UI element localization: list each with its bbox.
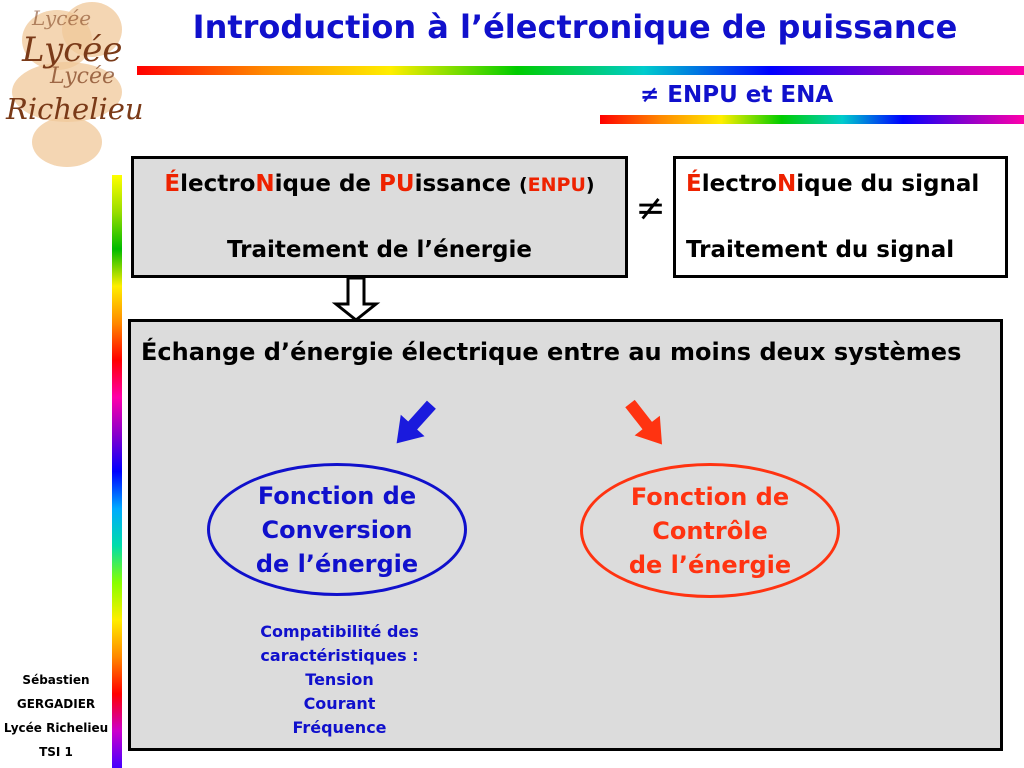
red-arrow-icon	[625, 399, 663, 445]
page-title: Introduction à l’électronique de puissan…	[192, 8, 958, 46]
enpu-heading: ÉlectroNique de PUissance (ENPU)	[134, 171, 625, 197]
rainbow-divider-top	[137, 66, 1024, 75]
ena-box: ÉlectroNique du signal Traitement du sig…	[673, 156, 1008, 278]
enpu-letters-pu: PU	[379, 171, 415, 197]
author-line: Sébastien	[22, 673, 90, 687]
logo-text-richelieu: Richelieu	[6, 92, 144, 126]
enpu-letter-e: É	[164, 171, 181, 197]
logo-text-lycee: Lycée	[22, 30, 123, 70]
page-subtitle: ≠ ENPU et ENA	[640, 82, 834, 108]
rainbow-side-bar	[112, 175, 122, 768]
ena-letter-e: É	[686, 171, 702, 197]
author-line: TSI 1	[39, 745, 73, 759]
ena-letter-n: N	[776, 171, 797, 197]
ena-text-lectro: lectro	[701, 171, 777, 197]
conversion-line: Fonction de	[257, 481, 417, 510]
author-line: GERGADIER	[16, 697, 96, 711]
conversion-line: Conversion	[261, 515, 413, 544]
ena-heading: ÉlectroNique du signal	[686, 171, 979, 197]
author-line: Lycée Richelieu	[3, 721, 109, 735]
compat-line: Courant	[303, 694, 376, 713]
exchange-heading: Échange d’énergie électrique entre au mo…	[141, 338, 962, 366]
enpu-text-lectro: lectro	[180, 171, 256, 197]
enpu-text-ique: ique de	[274, 171, 380, 197]
logo-faint-text: Lycée	[32, 6, 92, 30]
enpu-box: ÉlectroNique de PUissance (ENPU) Traitem…	[131, 156, 628, 278]
ena-text-ique: ique du signal	[796, 171, 980, 197]
compat-line: Fréquence	[292, 718, 387, 737]
enpu-description: Traitement de l’énergie	[227, 237, 532, 263]
compatibility-list: Compatibilité des caractéristiques : Ten…	[232, 620, 447, 740]
enpu-paren-close: )	[585, 174, 595, 196]
control-function-ellipse: Fonction de Contrôle de l’énergie	[580, 463, 840, 598]
conversion-function-ellipse: Fonction de Conversion de l’énergie	[207, 463, 467, 596]
compat-line: caractéristiques :	[260, 646, 419, 665]
ena-description: Traitement du signal	[686, 237, 955, 263]
enpu-text-issance: issance	[414, 171, 519, 197]
control-line: Fonction de	[630, 482, 790, 511]
logo-text-lycee-small: Lycée	[50, 64, 116, 89]
enpu-acronym: ENPU	[527, 174, 586, 196]
blue-arrow-icon	[396, 400, 436, 444]
enpu-paren-open: (	[518, 174, 528, 196]
not-equal-symbol: ≠	[635, 188, 666, 229]
lycee-richelieu-logo: Lycée Lycée Lycée Richelieu	[2, 2, 144, 177]
enpu-letter-n: N	[255, 171, 275, 197]
control-line: de l’énergie	[628, 550, 792, 579]
conversion-line: de l’énergie	[255, 549, 419, 578]
compat-line: Tension	[305, 670, 374, 689]
control-line: Contrôle	[652, 516, 768, 545]
rainbow-divider-subtitle	[600, 115, 1024, 124]
author-info: Sébastien GERGADIER Lycée Richelieu TSI …	[0, 668, 112, 764]
compat-line: Compatibilité des	[260, 622, 419, 641]
hollow-down-arrow-icon	[331, 276, 381, 322]
